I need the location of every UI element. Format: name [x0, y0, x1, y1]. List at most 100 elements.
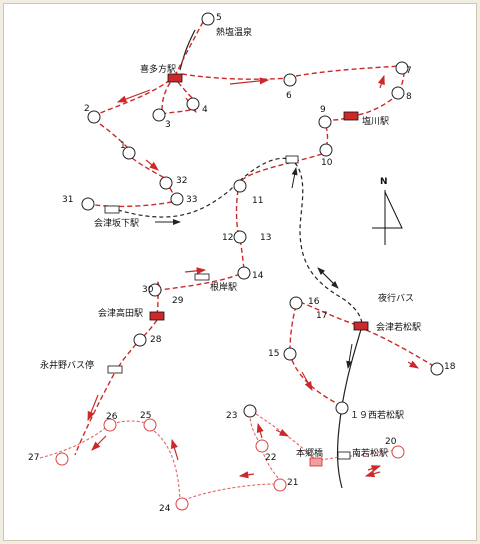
label-18: 18	[444, 362, 456, 372]
stop-23	[243, 404, 257, 418]
label-3: 3	[165, 120, 171, 130]
stop-32	[159, 176, 173, 190]
route-kitakata-6	[181, 73, 291, 80]
station-markers	[104, 73, 369, 467]
label-shiokawa: 塩川駅	[362, 115, 389, 127]
stop-4	[186, 97, 200, 111]
stop-33	[170, 192, 184, 206]
rail-sakashita-wakamatsu	[117, 157, 363, 327]
rail-lines	[117, 29, 363, 489]
route-27-26	[39, 425, 109, 459]
route-23-hongobashi	[255, 413, 317, 461]
route-10-11	[239, 153, 323, 183]
label-33: 33	[186, 195, 197, 205]
stop-12	[233, 230, 247, 244]
route-28-nagaino	[117, 343, 137, 369]
label-25: 25	[140, 411, 151, 421]
aizu-sakashita-station-marker	[104, 205, 120, 214]
label-nagaino: 永井野バス停	[40, 359, 94, 371]
stop-1	[122, 146, 136, 160]
label-minami-wakamatsu: 南若松駅	[352, 447, 388, 459]
stop-14	[237, 266, 251, 280]
label-2: 2	[84, 104, 90, 114]
label-21: 21	[287, 478, 298, 488]
stop-26	[103, 418, 117, 432]
label-aizu-takada: 会津高田駅	[98, 307, 143, 319]
stop-labels: 5 2 3 4 6 7 8 9 1 10 11 12 13 14 15 16 1…	[28, 13, 456, 514]
route-16-15	[289, 305, 297, 351]
label-26: 26	[106, 412, 118, 422]
label-29: 29	[172, 296, 184, 306]
route-5-kitakata	[175, 21, 204, 75]
route-25-24	[149, 427, 181, 501]
rail-bus-line	[336, 325, 363, 489]
stop-3	[152, 108, 166, 122]
stop-18	[430, 362, 444, 376]
kitakata-station-marker	[167, 73, 183, 83]
label-6: 6	[286, 91, 292, 101]
label-13: 13	[260, 233, 271, 243]
stop-6	[283, 73, 297, 87]
stop-21	[273, 478, 287, 492]
stop-5	[201, 12, 215, 26]
hongobashi-marker	[309, 457, 323, 467]
label-12: 12	[222, 233, 233, 243]
label-night-bus: 夜行バス	[378, 292, 414, 304]
stop-25	[143, 418, 157, 432]
stop-20	[391, 445, 405, 459]
label-22: 22	[265, 453, 276, 463]
aizu-wakamatsu-station-marker	[353, 321, 369, 331]
compass-north: N	[380, 177, 388, 187]
label-19-nishi-wakamatsu: １９西若松駅	[350, 409, 404, 421]
minami-wakamatsu-station-marker	[337, 451, 351, 460]
label-10: 10	[321, 158, 333, 168]
stop-2	[87, 110, 101, 124]
route-12-14	[239, 239, 245, 271]
route-wakamatsu-18	[365, 329, 433, 366]
label-28: 28	[150, 335, 162, 345]
shiokawa-station-marker	[343, 111, 359, 121]
route-14-30	[159, 273, 241, 291]
label-atsushio: 熱塩温泉	[216, 26, 252, 38]
label-5: 5	[216, 13, 222, 23]
north-compass: N	[372, 177, 403, 245]
label-31: 31	[62, 195, 73, 205]
label-aizu-sakashita: 会津坂下駅	[94, 217, 139, 229]
label-15: 15	[268, 349, 279, 359]
route-24-21	[183, 483, 277, 501]
stop-28	[133, 333, 147, 347]
route-3-kitakata	[161, 79, 173, 111]
route-2-1	[99, 123, 131, 151]
label-14: 14	[252, 271, 264, 281]
label-1: 1	[120, 141, 126, 151]
label-16: 16	[308, 297, 320, 307]
stop-16	[289, 296, 303, 310]
label-negishi: 根岸駅	[210, 281, 237, 293]
label-30: 30	[142, 285, 154, 295]
rail-arrows	[155, 167, 353, 369]
stop-27	[55, 452, 69, 466]
stop-15	[283, 347, 297, 361]
label-32: 32	[176, 176, 187, 186]
label-27: 27	[28, 453, 39, 463]
stop-22	[255, 439, 269, 453]
bus-stops	[55, 12, 444, 511]
route-6-7	[295, 65, 401, 77]
route-22-23	[249, 413, 259, 441]
stop-10	[319, 143, 333, 157]
stop-7	[395, 61, 409, 75]
route-1-32	[131, 157, 169, 181]
label-23: 23	[226, 411, 237, 421]
route-lines	[74, 21, 433, 456]
label-4: 4	[202, 105, 208, 115]
aizu-takada-station-marker	[149, 311, 165, 321]
stop-19	[335, 401, 349, 415]
stop-24	[175, 497, 189, 511]
nagaino-busstop-marker	[107, 365, 123, 374]
stop-9	[318, 115, 332, 129]
route-8-shiokawa	[351, 93, 399, 117]
label-hongobashi: 本郷橋	[296, 447, 323, 459]
rail-atsushio	[179, 29, 196, 71]
label-20: 20	[385, 437, 397, 447]
